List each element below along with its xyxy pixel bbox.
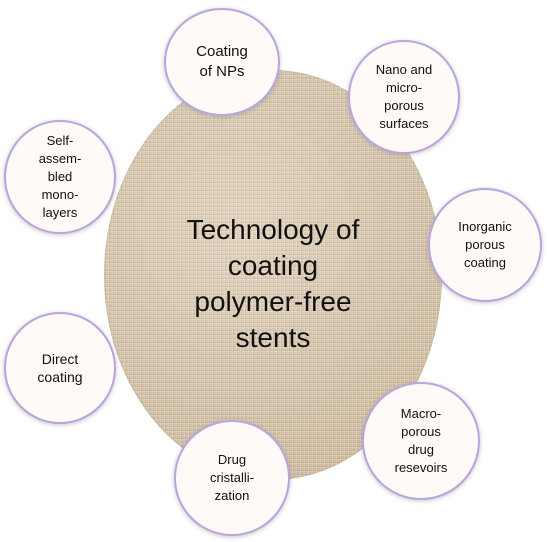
macroporous-drug-reservoirs-label: Macro- porous drug resevoirs (379, 405, 463, 477)
inorganic-porous-coating-line-3: coating (464, 255, 506, 270)
coating-of-nps-label: Coating of NPs (180, 42, 264, 82)
self-assembled-monolayers-line-5: layers (42, 205, 78, 220)
drug-crystallization-line-1: Drug (217, 452, 247, 467)
coating-of-nps-bubble: Coating of NPs (164, 8, 280, 116)
self-assembled-monolayers-line-3: bled (47, 169, 73, 184)
self-assembled-monolayers-label: Self- assem- bled mono- layers (31, 132, 89, 222)
direct-coating-line-1: Direct (41, 351, 79, 367)
nano-microporous-surfaces-line-4: surfaces (379, 116, 429, 131)
inorganic-porous-coating-bubble: Inorganic porous coating (428, 188, 542, 302)
macroporous-drug-reservoirs-line-3: drug (407, 442, 435, 457)
drug-crystallization-bubble: Drug cristalli- zation (174, 420, 290, 536)
macroporous-drug-reservoirs-line-1: Macro- (400, 406, 442, 421)
nano-microporous-surfaces-line-2: micro- (385, 80, 423, 95)
drug-crystallization-line-2: cristalli- (209, 470, 255, 485)
direct-coating-line-2: coating (37, 369, 83, 385)
inorganic-porous-coating-label: Inorganic porous coating (443, 218, 527, 272)
nano-microporous-surfaces-label: Nano and micro- porous surfaces (362, 61, 446, 133)
central-topic-title: Technology of coating polymer-free stent… (163, 212, 383, 356)
nano-microporous-surfaces-line-1: Nano and (375, 62, 433, 77)
inorganic-porous-coating-line-2: porous (465, 237, 505, 252)
central-topic-line-2: coating (227, 250, 319, 281)
self-assembled-monolayers-line-2: assem- (38, 151, 82, 166)
self-assembled-monolayers-bubble: Self- assem- bled mono- layers (4, 120, 116, 234)
coating-of-nps-line-1: Coating (196, 43, 248, 60)
central-topic-line-4: stents (235, 322, 311, 353)
direct-coating-label: Direct coating (18, 350, 102, 386)
self-assembled-monolayers-line-4: mono- (41, 187, 79, 202)
coating-of-nps-line-2: of NPs (199, 63, 245, 80)
macroporous-drug-reservoirs-line-2: porous (401, 424, 441, 439)
macroporous-drug-reservoirs-bubble: Macro- porous drug resevoirs (362, 382, 480, 500)
inorganic-porous-coating-line-1: Inorganic (458, 219, 512, 234)
drug-crystallization-label: Drug cristalli- zation (198, 451, 266, 505)
nano-microporous-surfaces-bubble: Nano and micro- porous surfaces (348, 40, 460, 154)
central-topic-line-3: polymer-free (194, 286, 352, 317)
central-topic-line-1: Technology of (186, 214, 360, 245)
self-assembled-monolayers-line-1: Self- (46, 133, 74, 148)
direct-coating-bubble: Direct coating (4, 312, 116, 424)
macroporous-drug-reservoirs-line-4: resevoirs (394, 460, 448, 475)
nano-microporous-surfaces-line-3: porous (384, 98, 424, 113)
drug-crystallization-line-3: zation (214, 488, 250, 503)
